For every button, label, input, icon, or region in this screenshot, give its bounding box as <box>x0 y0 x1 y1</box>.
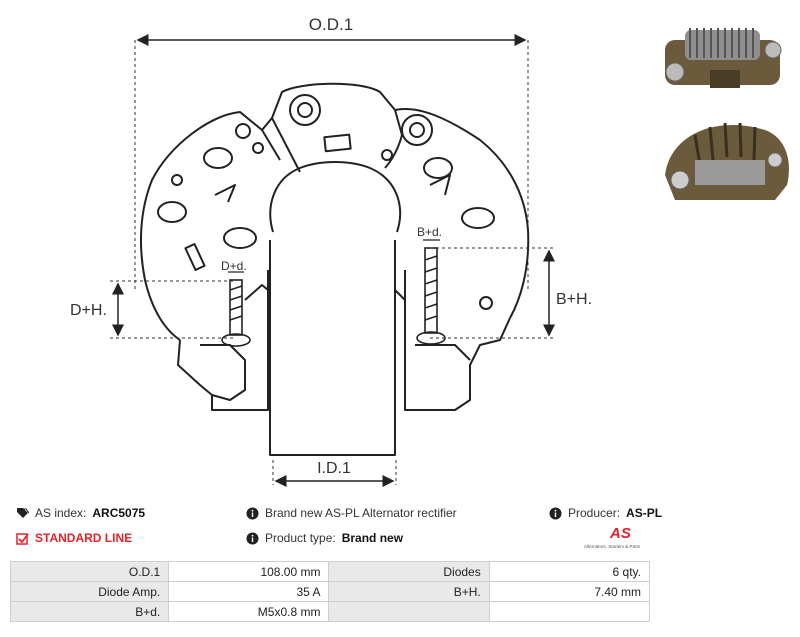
rectifier-technical-drawing: O.D.1 <box>70 15 592 487</box>
logo-text: AS <box>610 525 631 542</box>
specs-table: O.D.1 108.00 mm Diodes 6 qty. Diode Amp.… <box>9 561 651 622</box>
brand-row: Brand new AS-PL Alternator rectifier <box>246 506 457 520</box>
info-icon <box>549 507 562 520</box>
as-index-row: AS index: ARC5075 <box>16 506 145 520</box>
spec-key: B+H. <box>328 581 490 602</box>
spec-key: B+d. <box>9 601 170 622</box>
info-icon <box>246 507 259 520</box>
product-type-value: Brand new <box>341 531 404 545</box>
dd-dimension: D+d. <box>221 259 247 273</box>
producer-value: AS-PL <box>626 506 663 520</box>
bh-dimension: B+H. <box>430 247 592 339</box>
rectifier-photo-bottom[interactable] <box>655 105 795 210</box>
spec-value <box>488 601 651 622</box>
spec-key: Diode Amp. <box>9 581 170 602</box>
table-row: B+d. M5x0.8 mm <box>9 601 651 622</box>
product-type-label: Product type: <box>265 531 336 545</box>
as-pl-logo: AS Alternators, Starters & Parts <box>584 523 648 553</box>
spec-key: O.D.1 <box>9 561 170 582</box>
spec-value: 7.40 mm <box>488 581 651 602</box>
spec-value: 35 A <box>168 581 330 602</box>
spec-value: M5x0.8 mm <box>168 601 330 622</box>
as-index-label: AS index: <box>35 506 87 520</box>
dh-dimension: D+H. <box>70 280 235 339</box>
bolt-right <box>416 247 446 345</box>
table-row: O.D.1 108.00 mm Diodes 6 qty. <box>9 561 651 582</box>
info-icon <box>246 532 259 545</box>
producer-row: Producer: AS-PL <box>549 506 662 520</box>
spec-value: 6 qty. <box>488 561 651 582</box>
as-index-value: ARC5075 <box>92 506 146 520</box>
tag-icon <box>16 507 29 520</box>
dd-label: D+d. <box>221 259 247 273</box>
spec-value: 108.00 mm <box>168 561 330 582</box>
table-row: Diode Amp. 35 A B+H. 7.40 mm <box>9 581 651 602</box>
standard-line-row: STANDARD LINE <box>16 531 132 545</box>
product-type-row: Product type: Brand new <box>246 531 403 545</box>
rectifier-body <box>139 82 530 456</box>
logo-subtitle: Alternators, Starters & Parts <box>584 544 641 549</box>
od-label: O.D.1 <box>309 15 353 34</box>
brand-label: Brand new AS-PL Alternator rectifier <box>265 506 457 520</box>
checkbox-icon <box>16 532 29 545</box>
producer-label: Producer: <box>568 506 621 520</box>
spec-key <box>328 601 490 622</box>
standard-line-label: STANDARD LINE <box>35 531 133 545</box>
rectifier-photo-top[interactable] <box>655 10 795 110</box>
bolt-left <box>221 279 251 347</box>
od-dimension: O.D.1 <box>134 15 529 290</box>
bd-label: B+d. <box>417 225 442 239</box>
id-dimension: I.D.1 <box>272 460 397 487</box>
id-label: I.D.1 <box>317 460 351 477</box>
spec-key: Diodes <box>328 561 490 582</box>
bh-label: B+H. <box>556 291 592 308</box>
bd-dimension: B+d. <box>417 225 442 241</box>
dh-label: D+H. <box>70 302 107 319</box>
